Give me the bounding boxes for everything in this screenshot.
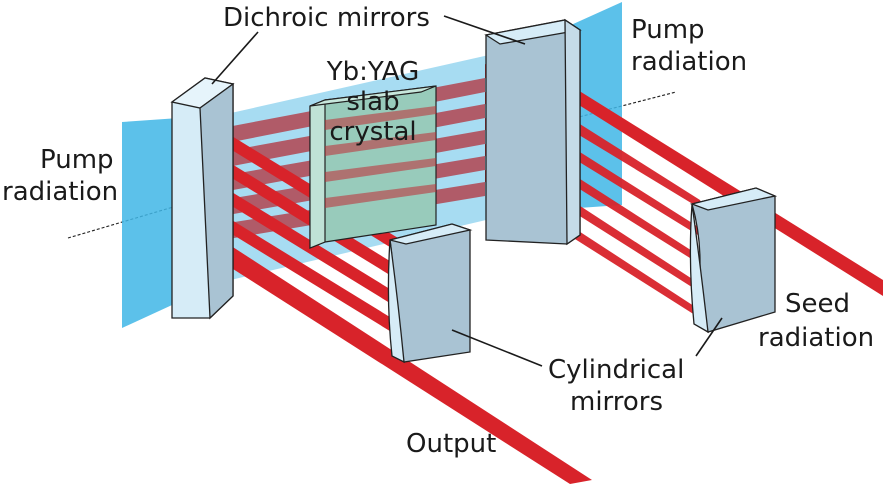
label-pump-right-line1: Pump	[631, 15, 705, 45]
label-seed-line2: radiation	[758, 323, 874, 353]
label-output: Output	[406, 429, 496, 459]
label-dichroic-mirrors: Dichroic mirrors	[223, 3, 430, 33]
cylindrical-mirror-right	[689, 187, 778, 334]
dichroic-mirror-left	[170, 77, 235, 320]
leader-dichroic-left	[211, 31, 259, 85]
cylindrical-mirror-lower	[387, 223, 473, 364]
leader-cylindrical-lower	[451, 329, 543, 367]
label-pump-right-line2: radiation	[631, 47, 747, 77]
label-cylindrical-line2: mirrors	[570, 387, 663, 417]
dichroic-mirror-right	[484, 18, 582, 246]
leader-cylindrical-right	[695, 317, 723, 357]
label-pump-left-line2: radiation	[2, 177, 118, 207]
label-cylindrical-line1: Cylindrical	[548, 355, 684, 385]
label-crystal-line2: slab	[346, 87, 399, 117]
leader-dichroic-right	[443, 15, 526, 45]
label-crystal-line1: Yb:YAG	[326, 57, 420, 87]
beam-stack-front	[325, 106, 436, 208]
label-crystal-line3: crystal	[329, 117, 416, 147]
label-seed-line1: Seed	[785, 289, 850, 319]
seed-radiation-beam	[520, 54, 883, 296]
label-pump-left-line1: Pump	[40, 145, 114, 175]
